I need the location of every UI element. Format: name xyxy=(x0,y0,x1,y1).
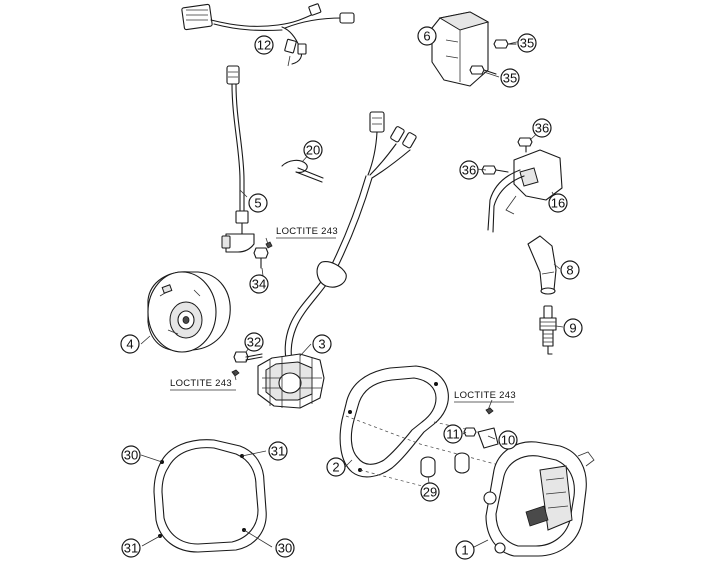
callout-10: 10 xyxy=(498,430,518,450)
loctite-note-upper: LOCTITE 243 xyxy=(276,226,338,237)
dowel-sleeves xyxy=(420,452,470,478)
callout-2-label: 2 xyxy=(332,460,339,475)
callout-20: 20 xyxy=(303,140,323,160)
callout-1: 1 xyxy=(455,540,475,560)
callout-8: 8 xyxy=(560,260,580,280)
callout-1-label: 1 xyxy=(461,543,468,558)
ignition-cover xyxy=(483,441,595,557)
callout-31-upper: 31 xyxy=(268,441,288,461)
callout-16-label: 16 xyxy=(551,196,565,211)
callout-36-lower: 36 xyxy=(459,160,479,180)
cdi-unit xyxy=(431,11,490,87)
callout-9-label: 9 xyxy=(569,321,576,336)
callout-10-label: 10 xyxy=(501,433,515,448)
loctite-note-right: LOCTITE 243 xyxy=(454,390,516,401)
callout-34-label: 34 xyxy=(252,277,266,292)
callout-3: 3 xyxy=(312,334,332,354)
clip-10 xyxy=(477,427,499,449)
callout-34: 34 xyxy=(249,274,269,294)
callout-35-lower: 35 xyxy=(500,68,520,88)
callout-6: 6 xyxy=(417,26,437,46)
callout-20-label: 20 xyxy=(306,143,320,158)
screw-34 xyxy=(253,241,273,269)
callout-30-lower: 30 xyxy=(275,538,295,558)
ignition-coil xyxy=(487,149,563,233)
callout-5: 5 xyxy=(248,193,268,213)
callout-35a-label: 35 xyxy=(520,36,534,51)
callout-2: 2 xyxy=(326,457,346,477)
screw-35-lower xyxy=(469,65,497,75)
callout-4-label: 4 xyxy=(126,337,133,352)
callout-11-label: 11 xyxy=(446,427,460,442)
callout-31a-label: 31 xyxy=(271,444,285,459)
callout-29-label: 29 xyxy=(423,485,437,500)
stator-assembly xyxy=(257,111,417,409)
screw-36-lower xyxy=(481,165,509,175)
callout-3-label: 3 xyxy=(318,337,325,352)
screw-35-upper xyxy=(493,39,517,49)
callout-30-upper: 30 xyxy=(121,445,141,465)
spark-plug-cap xyxy=(527,235,557,295)
callout-4: 4 xyxy=(120,334,140,354)
flywheel-rotor xyxy=(147,271,231,353)
callout-12: 12 xyxy=(254,35,274,55)
screw-11 xyxy=(463,407,494,437)
loctite-note-left: LOCTITE 243 xyxy=(170,378,232,389)
callout-36b-label: 36 xyxy=(462,163,476,178)
cover-gasket xyxy=(339,365,449,478)
callout-35-upper: 35 xyxy=(517,33,537,53)
callout-6-label: 6 xyxy=(423,29,430,44)
callout-31-lower: 31 xyxy=(121,538,141,558)
callout-9: 9 xyxy=(563,318,583,338)
pickup-cable xyxy=(221,65,255,253)
callout-30a-label: 30 xyxy=(124,448,138,463)
screw-36-upper xyxy=(517,137,533,153)
callout-31b-label: 31 xyxy=(124,541,138,556)
callout-16: 16 xyxy=(548,193,568,213)
callout-35b-label: 35 xyxy=(503,71,517,86)
callout-5-label: 5 xyxy=(254,196,261,211)
callout-32: 32 xyxy=(244,332,264,352)
case-gasket xyxy=(153,439,267,553)
callout-12-label: 12 xyxy=(257,38,271,53)
callout-8-label: 8 xyxy=(566,263,573,278)
cable-tie xyxy=(281,159,324,183)
wiring-harness xyxy=(181,3,355,67)
callout-30b-label: 30 xyxy=(278,541,292,556)
callout-32-label: 32 xyxy=(247,335,261,350)
callout-11: 11 xyxy=(443,424,463,444)
spark-plug xyxy=(539,305,557,355)
callout-29: 29 xyxy=(420,482,440,502)
callout-36-upper: 36 xyxy=(532,118,552,138)
callout-36a-label: 36 xyxy=(535,121,549,136)
